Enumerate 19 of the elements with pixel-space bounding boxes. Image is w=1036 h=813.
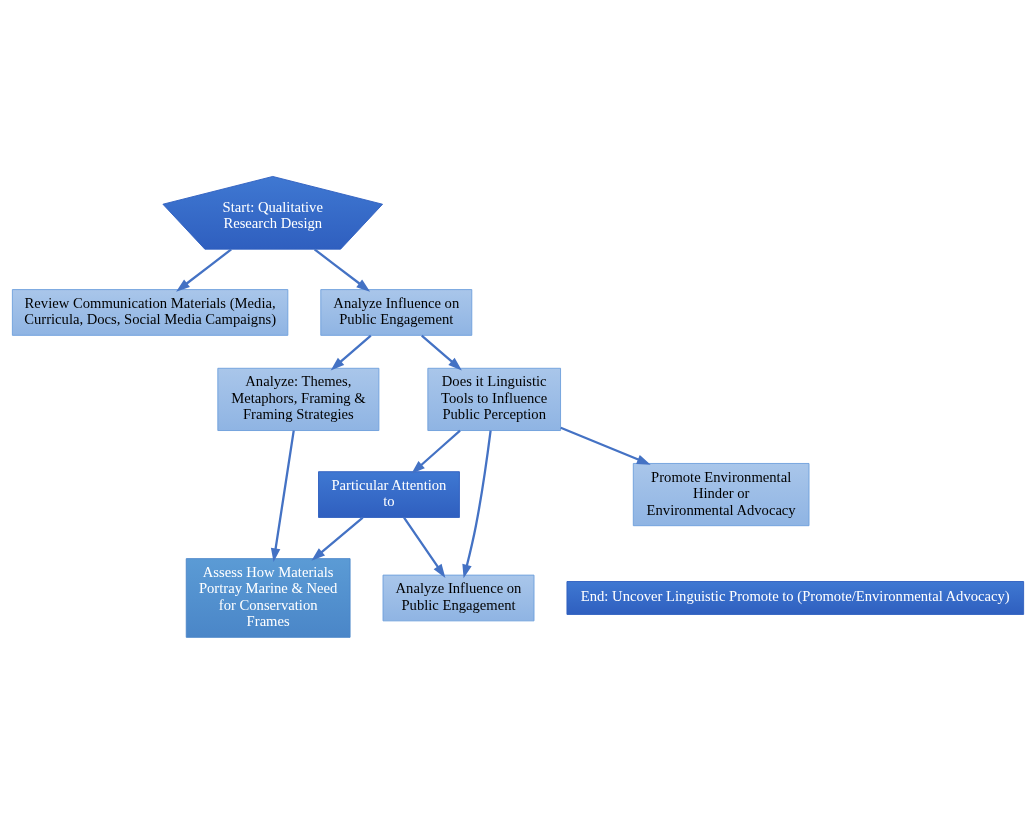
- arrow: [462, 429, 492, 578]
- node-box: Review Communication Materials (Media, Curricula, Docs, Social Media Campaigns): [11, 288, 289, 336]
- arrow: [560, 426, 651, 465]
- node-box: Assess How Materials Portray Marine & Need for Conservation Frames: [185, 557, 351, 638]
- node-box: Does it Linguistic Tools to Influence Public Perception: [427, 367, 561, 431]
- arrow: [411, 429, 461, 474]
- arrow: [311, 516, 364, 561]
- node-box: Promote Environmental Hinder or Environmental Advocacy: [632, 462, 810, 526]
- node-box: Analyze Influence on Public Engagement: [320, 288, 473, 336]
- node-box: Analyze Influence on Public Engagement: [382, 574, 535, 621]
- arrow: [313, 247, 371, 292]
- arrow: [421, 334, 462, 370]
- node-box: Particular Attention to: [318, 470, 460, 518]
- node-box: End: Uncover Linguistic Promote to (Promote/Environmental Advocacy): [566, 580, 1025, 615]
- arrow: [176, 248, 232, 292]
- arrow: [330, 334, 372, 370]
- arrow: [403, 516, 446, 578]
- node-box: Analyze: Themes, Metaphors, Framing & Framing Strategies: [217, 367, 380, 431]
- arrow: [270, 429, 295, 562]
